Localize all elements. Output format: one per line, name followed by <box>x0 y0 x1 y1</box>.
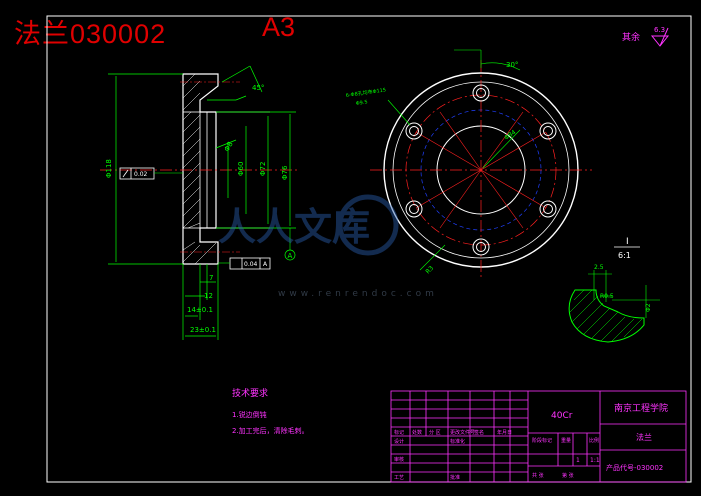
bolt-holes <box>405 84 557 256</box>
sheet-size: A3 <box>262 12 296 42</box>
svg-text:A: A <box>263 261 268 268</box>
inner-frame <box>46 15 692 483</box>
tech-requirements: 技术要求 1.锐边倒钝 2.加工完后，清除毛刺。 <box>232 387 309 435</box>
title-material: 40Cr <box>551 411 573 421</box>
svg-text:0.04: 0.04 <box>244 261 258 268</box>
tolerance-frame-b: 0.04 A <box>218 257 271 270</box>
dim-14: 14±0.1 <box>187 306 213 314</box>
tech-line-2: 2.加工完后，清除毛刺。 <box>232 426 309 435</box>
roughness-value: 6.3 <box>654 26 665 34</box>
svg-text:比例: 比例 <box>589 437 599 444</box>
svg-text:审核: 审核 <box>394 456 404 463</box>
hatching <box>182 73 217 265</box>
drawing-title: 法兰030002 <box>14 19 167 49</box>
svg-text:分 区: 分 区 <box>429 429 441 436</box>
svg-text:签名: 签名 <box>474 429 484 436</box>
side-view: 30° 6-Φ8孔均布Φ115 Φ9.5 Φ84 R3 <box>345 49 592 280</box>
roughness-rest-label: 其余 <box>622 31 640 43</box>
svg-text:第 张: 第 张 <box>562 472 574 479</box>
section-outline <box>182 73 219 265</box>
svg-text:阶段标记: 阶段标记 <box>532 437 552 444</box>
svg-text:1: 1 <box>576 457 580 464</box>
front-view: Φ118 Φ76 Φ72 Φ60 Φ8 45° 7 12 14±0.1 23±0… <box>100 65 300 340</box>
svg-text:设计: 设计 <box>394 438 404 445</box>
dim-angle: 30° <box>506 61 518 69</box>
title-school: 南京工程学院 <box>614 402 668 414</box>
dim-60-diameter: Φ60 <box>237 162 245 176</box>
detail-dim-a: 2.5 <box>594 264 604 271</box>
detail-dim-c: Φ2 <box>645 303 652 312</box>
svg-text:处数: 处数 <box>412 429 422 436</box>
watermark-url: www.renrendoc.com <box>278 289 438 299</box>
datum-marker: A <box>284 228 296 261</box>
watermark: 人人文库 www.renrendoc.com <box>218 194 438 299</box>
title-block-text: 标记 处数 分 区 更改文件号 签名 年月日 设计 标准化 审核 工艺 批准 阶… <box>394 402 668 481</box>
svg-text:批准: 批准 <box>450 474 460 481</box>
svg-text:A: A <box>288 252 293 260</box>
watermark-text: 人人文库 <box>218 205 370 249</box>
svg-text:1:1: 1:1 <box>590 457 600 464</box>
svg-text:0.02: 0.02 <box>134 171 148 178</box>
title-part-name: 法兰 <box>636 432 652 442</box>
roughness-symbol: 其余 6.3 <box>622 26 670 47</box>
svg-text:共 张: 共 张 <box>532 472 544 479</box>
title-block <box>390 390 687 483</box>
dim-chamfer: 45° <box>252 84 264 92</box>
detail-scale: 6:1 <box>618 251 631 260</box>
dim-72-diameter: Φ72 <box>259 162 267 176</box>
svg-text:标记: 标记 <box>394 429 404 436</box>
dim-7: 7 <box>209 274 213 282</box>
svg-text:工艺: 工艺 <box>394 475 404 481</box>
detail-label: I <box>626 237 629 247</box>
svg-text:年月日: 年月日 <box>497 429 512 436</box>
hole-callout-2: Φ9.5 <box>355 99 368 107</box>
title-drawing-no: 产品代号-030002 <box>606 463 663 472</box>
svg-text:重量: 重量 <box>561 437 571 444</box>
side-dimension-lines <box>387 49 521 271</box>
detail-dim-b: R0.5 <box>600 293 614 300</box>
svg-text:更改文件号: 更改文件号 <box>450 429 475 436</box>
dim-small-diameter: Φ8 <box>223 140 235 153</box>
svg-text:标准化: 标准化 <box>450 438 465 445</box>
dim-12: 12 <box>204 292 213 300</box>
tech-line-1: 1.锐边倒钝 <box>232 410 267 419</box>
detail-view: I 6:1 2.5 R0.5 Φ2 <box>568 237 660 343</box>
hole-callout: 6-Φ8孔均布Φ115 <box>345 86 386 99</box>
radial-lines <box>415 111 547 229</box>
dim-shaft-diameter: Φ76 <box>281 165 289 180</box>
dim-outer-diameter: Φ118 <box>105 159 113 178</box>
dim-23: 23±0.1 <box>190 326 216 334</box>
front-dimension-lines <box>108 65 296 340</box>
tolerance-frame-a: 0.02 <box>119 167 183 180</box>
tech-heading: 技术要求 <box>232 387 268 399</box>
dim-bottom: R3 <box>424 265 435 276</box>
